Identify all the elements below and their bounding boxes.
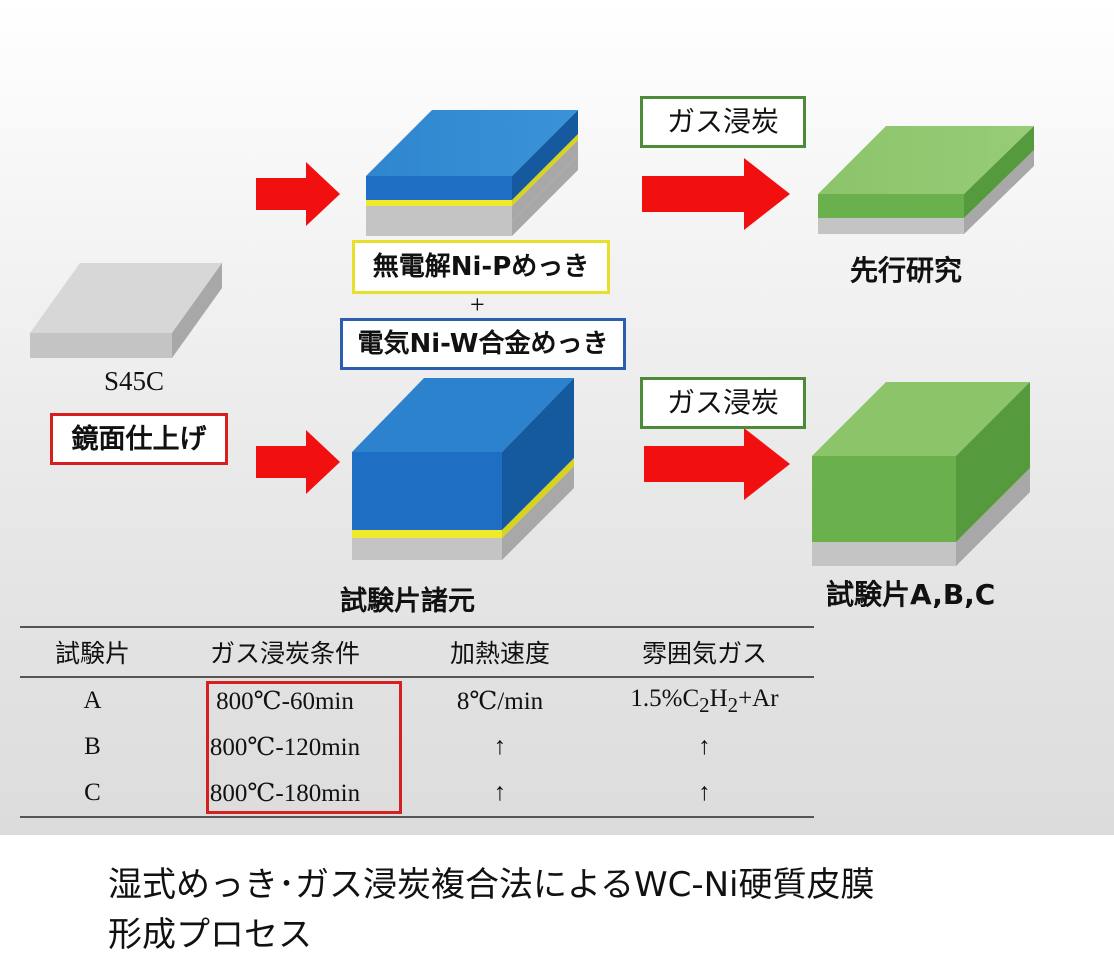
mirror-finish-box: 鏡面仕上げ — [50, 413, 228, 465]
table-header-row: 試験片 ガス浸炭条件 加熱速度 雰囲気ガス — [20, 626, 814, 678]
cell-atmosphere: 1.5%C2H2+Ar — [630, 684, 779, 717]
carburized-block-thin — [818, 126, 1034, 234]
table-row: C 800℃-180min ↑ ↑ — [20, 770, 814, 818]
s45c-substrate-block — [30, 263, 222, 358]
caption-line-1: 湿式めっき･ガス浸炭複合法によるWC-Ni硬質皮膜 — [108, 865, 875, 905]
gas-carburizing-box-top: ガス浸炭 — [640, 96, 806, 148]
caption-line-2: 形成プロセス — [108, 915, 312, 955]
cell-specimen: A — [83, 687, 102, 714]
carburized-block-thick — [812, 382, 1030, 566]
specimen-conditions-table: 試験片 ガス浸炭条件 加熱速度 雰囲気ガス A 800℃-60min 8℃/mi… — [20, 626, 814, 818]
table-row: A 800℃-60min 8℃/min 1.5%C2H2+Ar — [20, 677, 814, 724]
table-row: B 800℃-120min ↑ ↑ — [20, 724, 814, 770]
header-specimen: 試験片 — [20, 626, 165, 678]
arrow-to-carburized-thin — [642, 158, 790, 230]
gas-carburizing-box-bottom: ガス浸炭 — [640, 377, 806, 429]
plated-block-thick — [352, 378, 574, 560]
cell-condition: 800℃-180min — [165, 770, 405, 818]
arrow-to-carburized-thick — [644, 428, 790, 500]
prior-research-label: 先行研究 — [850, 254, 963, 287]
cell-atmosphere: ↑ — [595, 770, 814, 818]
cell-condition: 800℃-120min — [209, 734, 361, 761]
s45c-label: S45C — [104, 366, 165, 396]
cell-specimen: C — [20, 770, 165, 818]
cell-specimen: B — [84, 733, 101, 760]
cell-condition: 800℃-60min — [216, 688, 354, 715]
cell-heating-rate: ↑ — [405, 770, 595, 818]
ni-w-plating-box: 電気Ni-W合金めっき — [340, 318, 626, 370]
header-atmosphere-gas: 雰囲気ガス — [595, 626, 814, 678]
arrow-to-thin-plating — [256, 162, 340, 226]
header-heating-rate: 加熱速度 — [405, 626, 595, 678]
header-carburizing-condition: ガス浸炭条件 — [165, 626, 405, 678]
process-diagram — [30, 110, 1034, 566]
process-figure: S45C 鏡面仕上げ 無電解Ni-Pめっき + 電気Ni-W合金めっき ガス浸炭… — [0, 0, 1114, 835]
cell-heating-rate: ↑ — [493, 733, 507, 760]
cell-heating-rate: 8℃/min — [456, 688, 544, 715]
electroless-ni-p-box: 無電解Ni-Pめっき — [352, 240, 610, 294]
cell-atmosphere: ↑ — [698, 733, 711, 760]
plated-block-thin — [366, 110, 578, 236]
specimen-abc-label: 試験片A,B,C — [826, 578, 996, 611]
arrow-to-thick-plating — [256, 430, 340, 494]
figure-caption: 湿式めっき･ガス浸炭複合法によるWC-Ni硬質皮膜 形成プロセス — [108, 860, 1068, 960]
specimen-spec-label: 試験片諸元 — [340, 586, 475, 617]
plus-sign: + — [470, 290, 485, 319]
